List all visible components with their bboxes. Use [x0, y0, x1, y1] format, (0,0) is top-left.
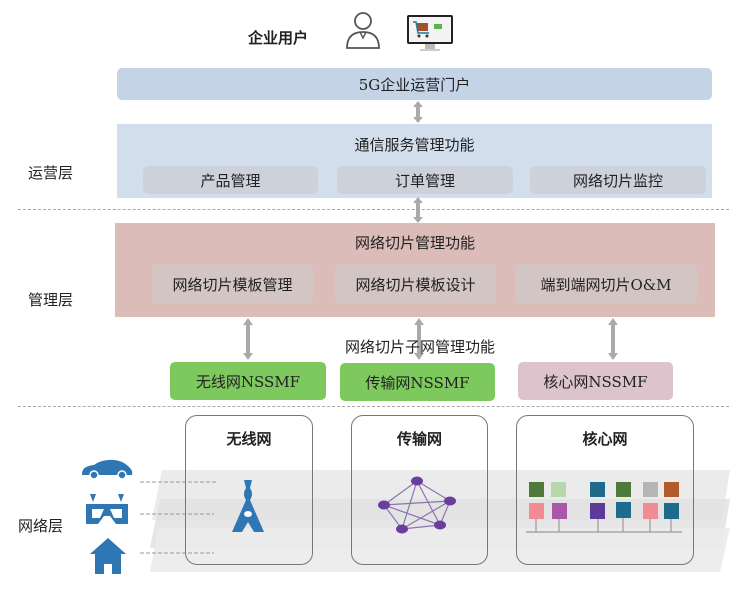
e2e-om-label: 端到端网切片O&M — [540, 275, 672, 294]
template-design-box: 网络切片模板设计 — [335, 264, 496, 304]
ran-domain-box — [185, 415, 313, 565]
tn-nssmf-label: 传输网NSSMF — [365, 373, 470, 392]
vr-glasses-icon — [86, 494, 128, 524]
shopping-monitor-icon — [407, 15, 453, 51]
order-mgmt-label: 订单管理 — [394, 171, 455, 190]
product-mgmt-label: 产品管理 — [200, 171, 261, 190]
nssmf-title: 网络切片子网管理功能 — [344, 338, 495, 356]
net-layer-label: 网络层 — [18, 517, 64, 535]
tower-icon — [232, 480, 264, 532]
layer-divider-2 — [18, 406, 729, 407]
ran-arrow — [243, 318, 253, 360]
layer-divider-1 — [18, 209, 729, 210]
product-mgmt-box: 产品管理 — [143, 166, 318, 194]
cn-nssmf-label: 核心网NSSMF — [543, 372, 648, 391]
csmf-nsmf-arrow — [413, 197, 423, 223]
car-icon — [82, 459, 133, 480]
cn-arrow — [608, 318, 618, 360]
template-design-label: 网络切片模板设计 — [355, 275, 476, 294]
portal-csmf-arrow — [413, 101, 423, 123]
portal-label: 5G企业运营门户 — [358, 75, 471, 94]
cn-domain-label: 核心网 — [582, 430, 628, 448]
mgmt-layer-label: 管理层 — [28, 291, 74, 309]
slice-monitor-label: 网络切片监控 — [572, 171, 663, 190]
ran-nssmf-label: 无线网NSSMF — [195, 372, 301, 391]
tn-nssmf-box: 传输网NSSMF — [340, 363, 495, 401]
enterprise-portal-box: 5G企业运营门户 — [117, 68, 712, 100]
home-icon — [90, 538, 126, 574]
order-mgmt-box: 订单管理 — [337, 166, 513, 194]
ops-layer-label: 运营层 — [28, 164, 74, 182]
tn-domain-label: 传输网 — [396, 430, 442, 448]
cn-nssmf-box: 核心网NSSMF — [518, 362, 673, 400]
nsmf-title: 网络切片管理功能 — [354, 234, 475, 252]
ran-nssmf-box: 无线网NSSMF — [170, 362, 326, 400]
core-servers-icon — [526, 482, 682, 533]
csmf-title: 通信服务管理功能 — [354, 136, 475, 154]
user-icon — [346, 12, 380, 49]
enterprise-user-label: 企业用户 — [248, 29, 309, 47]
e2e-om-box: 端到端网切片O&M — [515, 264, 697, 304]
slice-monitor-box: 网络切片监控 — [530, 166, 706, 194]
tn-domain-box — [351, 415, 488, 565]
ran-domain-label: 无线网 — [226, 430, 272, 448]
mesh-network-icon — [378, 476, 456, 534]
template-mgmt-box: 网络切片模板管理 — [152, 264, 313, 304]
tn-arrow — [414, 318, 424, 360]
cn-domain-box — [516, 415, 694, 565]
template-mgmt-label: 网络切片模板管理 — [172, 275, 293, 294]
